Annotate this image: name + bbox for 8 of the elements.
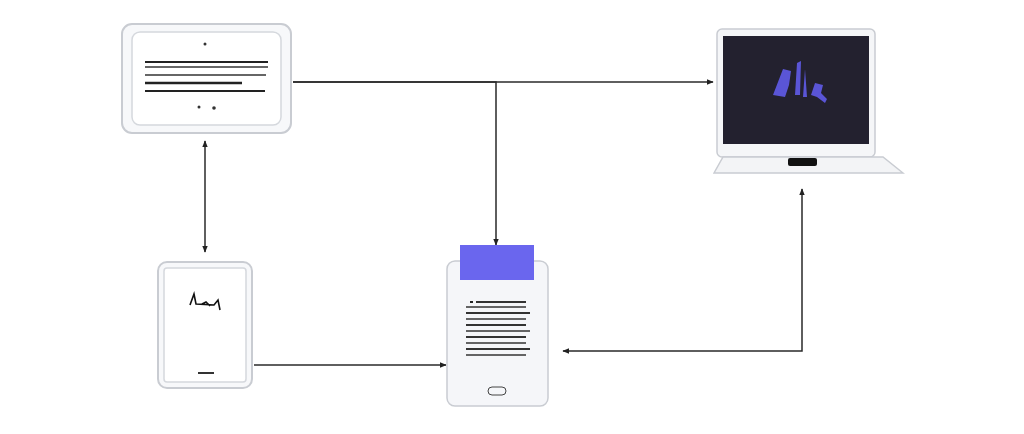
- arrow: [253, 362, 447, 368]
- tablet-drawing: [120, 22, 293, 135]
- laptop-drawing: [713, 27, 905, 175]
- arrow: [292, 81, 499, 246]
- arrow: [202, 140, 208, 253]
- arrow: [562, 188, 805, 354]
- phone-drawing: [446, 245, 549, 408]
- ereader-drawing: [156, 260, 254, 390]
